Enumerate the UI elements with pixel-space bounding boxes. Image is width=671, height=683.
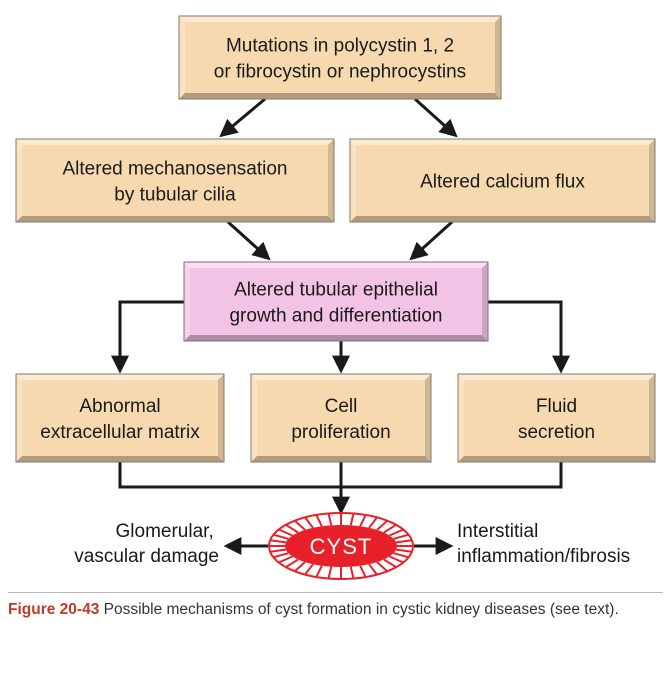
- figure-number: Figure 20-43: [8, 601, 100, 618]
- arrow-growth-to-secretion: [488, 300, 570, 374]
- box-calcium: Altered calcium flux: [349, 138, 656, 223]
- arrow-mutations-to-mechanosensation: [219, 97, 266, 138]
- caption-rule: [8, 592, 663, 593]
- connectors: [111, 97, 570, 555]
- arrow-mechanosensation-to-growth: [226, 220, 271, 261]
- interstitial-label: Interstitial inflammation/fibrosis: [457, 521, 630, 567]
- figure-caption: Figure 20-43 Possible mechanisms of cyst…: [8, 598, 663, 621]
- arrow-calcium-to-growth: [409, 220, 454, 261]
- caption-text: Possible mechanisms of cyst formation in…: [99, 601, 619, 618]
- cyst-node: CYST: [268, 512, 414, 580]
- cyst-label: CYST: [310, 534, 373, 559]
- glomerular-label: Glomerular, vascular damage: [74, 521, 219, 567]
- arrow-growth-to-matrix: [111, 300, 184, 374]
- arrow-mutations-to-calcium: [413, 97, 458, 138]
- calcium-label: Altered calcium flux: [420, 172, 585, 193]
